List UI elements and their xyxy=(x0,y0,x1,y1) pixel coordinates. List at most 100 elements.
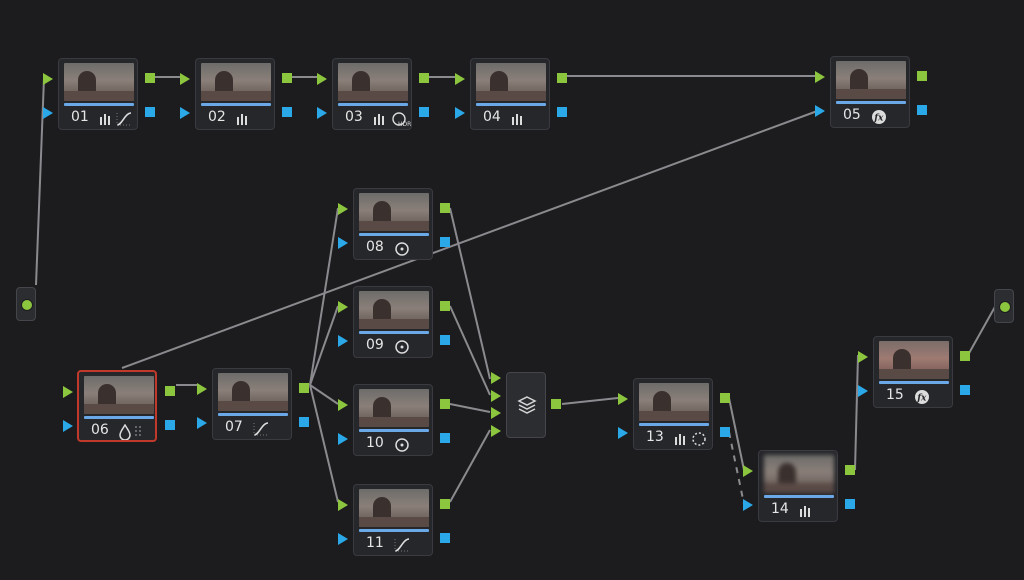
source-input-node[interactable] xyxy=(16,287,36,321)
bars-icon xyxy=(99,113,113,125)
node-02[interactable]: 02 xyxy=(180,58,292,130)
node-14-key-input[interactable] xyxy=(743,499,753,511)
node-11[interactable]: 11 xyxy=(338,484,450,556)
node-14-key-output[interactable] xyxy=(845,499,855,509)
node-06[interactable]: 06 xyxy=(63,370,175,442)
node-07-key-input[interactable] xyxy=(197,417,207,429)
node-05-rgb-input[interactable] xyxy=(815,71,825,83)
node-color-bar xyxy=(639,423,709,426)
node-01-key-output[interactable] xyxy=(145,107,155,117)
node-tool-icons xyxy=(394,537,410,553)
node-tool-icons xyxy=(236,111,250,127)
node-15-key-input[interactable] xyxy=(858,385,868,397)
node-11-key-input[interactable] xyxy=(338,533,348,545)
node-07-rgb-input[interactable] xyxy=(197,383,207,395)
node-11-rgb-input[interactable] xyxy=(338,499,348,511)
node-06-rgb-output[interactable] xyxy=(165,386,175,396)
node-08-rgb-input[interactable] xyxy=(338,203,348,215)
node-14-rgb-input[interactable] xyxy=(743,465,753,477)
node-13[interactable]: 13 xyxy=(618,378,730,450)
source-output-dot[interactable] xyxy=(21,299,33,311)
node-13-rgb-output[interactable] xyxy=(720,393,730,403)
node-14-rgb-output[interactable] xyxy=(845,465,855,475)
node-01-rgb-output[interactable] xyxy=(145,73,155,83)
node-08[interactable]: 08 xyxy=(338,188,450,260)
node-02-rgb-output[interactable] xyxy=(282,73,292,83)
node-01[interactable]: 01 xyxy=(43,58,155,130)
mixer-input-2[interactable] xyxy=(491,390,501,402)
link-06-05 xyxy=(121,109,821,369)
node-15-rgb-output[interactable] xyxy=(960,351,970,361)
mixer-output[interactable] xyxy=(551,399,561,409)
mixer-input-4[interactable] xyxy=(491,425,501,437)
node-05-rgb-output[interactable] xyxy=(917,71,927,81)
node-09-rgb-output[interactable] xyxy=(440,301,450,311)
node-09-key-output[interactable] xyxy=(440,335,450,345)
dotted-circle-icon xyxy=(691,431,707,447)
node-04-key-input[interactable] xyxy=(455,107,465,119)
node-09[interactable]: 09 xyxy=(338,286,450,358)
node-07-rgb-output[interactable] xyxy=(299,383,309,393)
node-13-key-output[interactable] xyxy=(720,427,730,437)
node-01-key-input[interactable] xyxy=(43,107,53,119)
node-number-label: 06 xyxy=(91,422,109,438)
node-13-rgb-input[interactable] xyxy=(618,393,628,405)
node-03-rgb-output[interactable] xyxy=(419,73,429,83)
node-thumbnail xyxy=(359,193,429,231)
node-06-key-output[interactable] xyxy=(165,420,175,430)
node-07-key-output[interactable] xyxy=(299,417,309,427)
node-10-rgb-input[interactable] xyxy=(338,399,348,411)
node-14[interactable]: 14 xyxy=(743,450,855,522)
node-10[interactable]: 10 xyxy=(338,384,450,456)
layer-mixer-node[interactable] xyxy=(491,372,561,438)
node-number-label: 04 xyxy=(483,109,501,125)
node-color-bar xyxy=(359,429,429,432)
node-04-rgb-output[interactable] xyxy=(557,73,567,83)
svg-text:HDR: HDR xyxy=(398,121,411,127)
node-02-rgb-input[interactable] xyxy=(180,73,190,85)
node-05-key-output[interactable] xyxy=(917,105,927,115)
connection-lines xyxy=(35,75,997,505)
node-08-key-input[interactable] xyxy=(338,237,348,249)
node-13-key-input[interactable] xyxy=(618,427,628,439)
node-color-bar xyxy=(359,233,429,236)
output-input-dot[interactable] xyxy=(999,301,1011,313)
node-03-key-output[interactable] xyxy=(419,107,429,117)
node-10-key-input[interactable] xyxy=(338,433,348,445)
node-08-rgb-output[interactable] xyxy=(440,203,450,213)
mixer-input-1[interactable] xyxy=(491,372,501,384)
node-11-rgb-output[interactable] xyxy=(440,499,450,509)
node-10-key-output[interactable] xyxy=(440,433,450,443)
link-13-14-key xyxy=(728,431,745,505)
link-07-11 xyxy=(309,384,339,503)
node-11-key-output[interactable] xyxy=(440,533,450,543)
node-09-key-input[interactable] xyxy=(338,335,348,347)
node-03-rgb-input[interactable] xyxy=(317,73,327,85)
link-11-mixer xyxy=(449,429,491,503)
node-04-rgb-input[interactable] xyxy=(455,73,465,85)
node-02-key-input[interactable] xyxy=(180,107,190,119)
link-07-09 xyxy=(309,305,339,386)
node-10-rgb-output[interactable] xyxy=(440,399,450,409)
node-03-key-input[interactable] xyxy=(317,107,327,119)
node-09-rgb-input[interactable] xyxy=(338,301,348,313)
node-04[interactable]: 04 xyxy=(455,58,567,130)
node-06-key-input[interactable] xyxy=(63,420,73,432)
node-06-rgb-input[interactable] xyxy=(63,386,73,398)
node-15-key-output[interactable] xyxy=(960,385,970,395)
node-color-bar xyxy=(84,416,154,419)
node-07[interactable]: 07 xyxy=(197,368,309,440)
node-04-key-output[interactable] xyxy=(557,107,567,117)
node-02-key-output[interactable] xyxy=(282,107,292,117)
node-15-rgb-input[interactable] xyxy=(858,351,868,363)
mixer-input-3[interactable] xyxy=(491,407,501,419)
output-node[interactable] xyxy=(994,289,1014,323)
node-01-rgb-input[interactable] xyxy=(43,73,53,85)
link-source-01 xyxy=(35,77,45,286)
node-05-key-input[interactable] xyxy=(815,105,825,117)
node-08-key-output[interactable] xyxy=(440,237,450,247)
